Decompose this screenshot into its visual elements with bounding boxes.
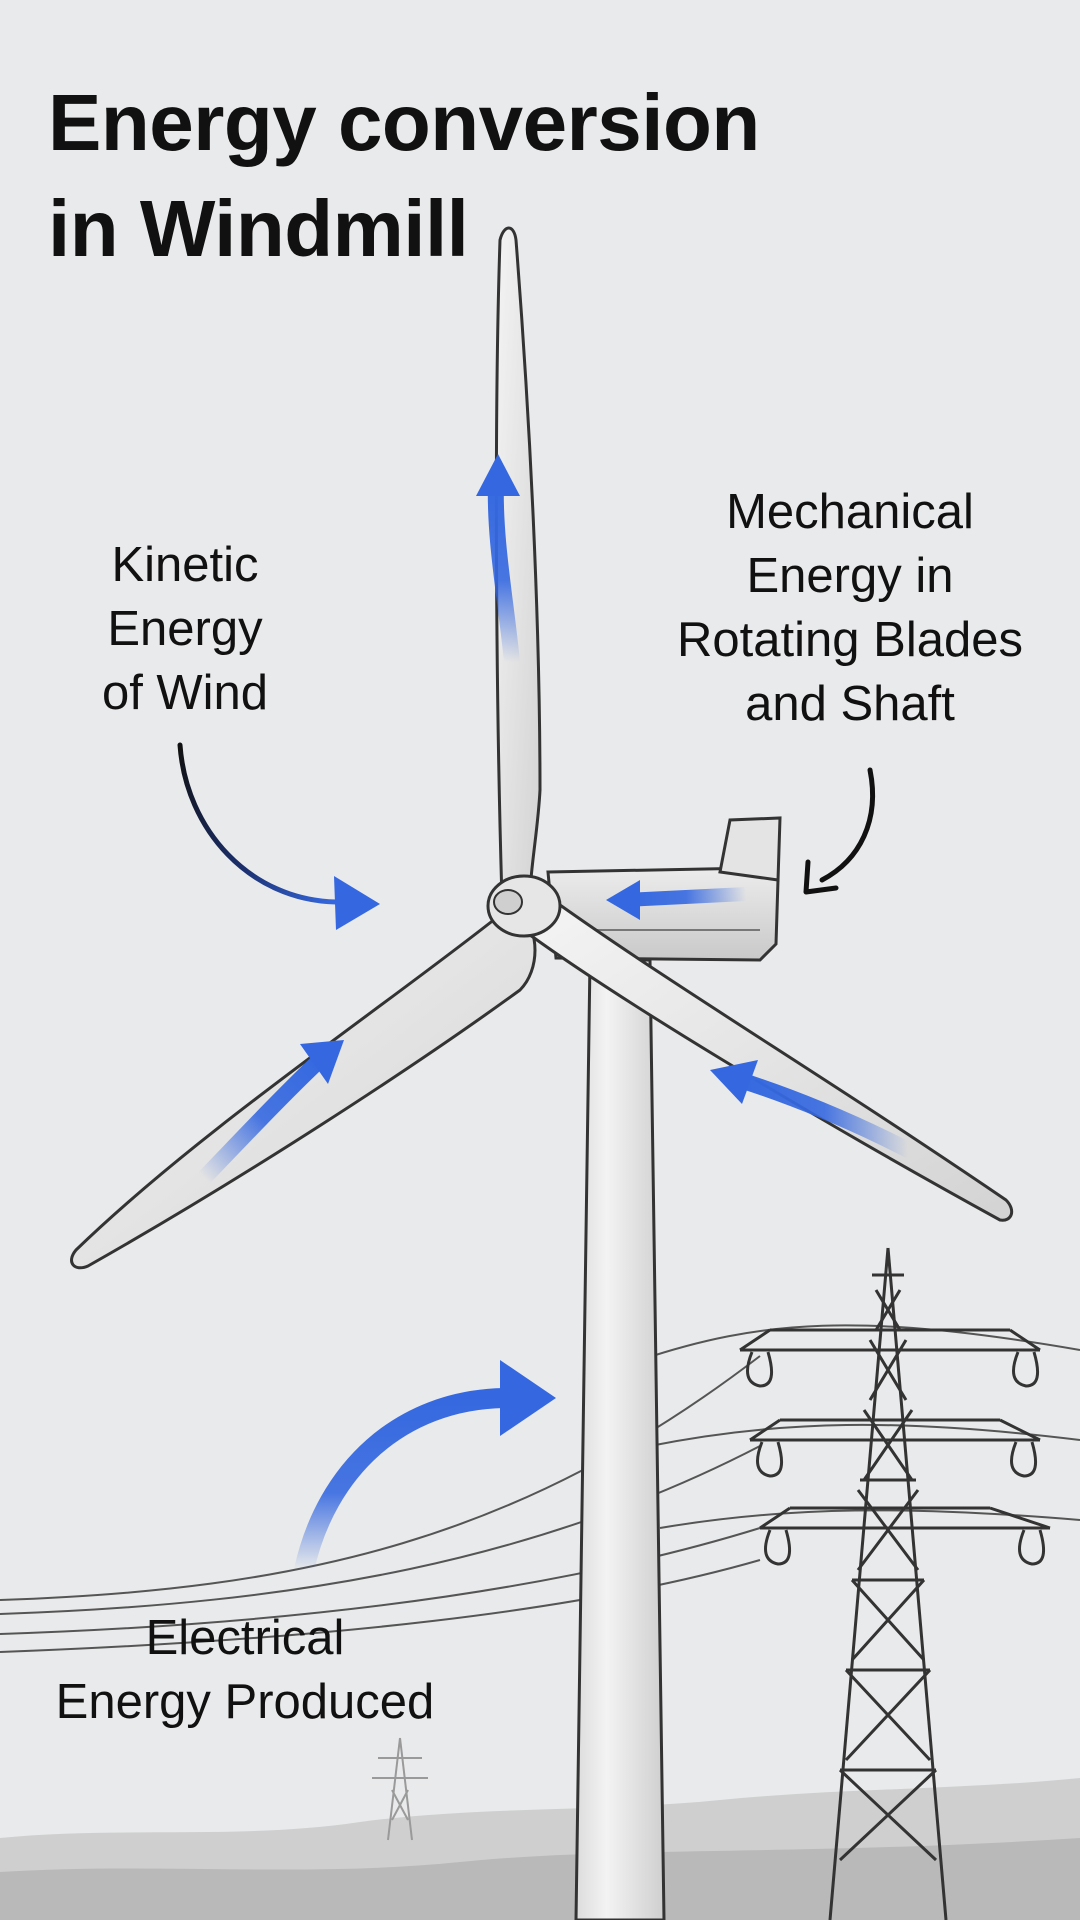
kinetic-label-line-3: of Wind bbox=[101, 666, 269, 720]
turbine-blades bbox=[70, 226, 1014, 1270]
mechanical-pointer-arrow bbox=[803, 767, 876, 895]
flow-arrow-icon bbox=[500, 1360, 556, 1436]
turbine-tower bbox=[574, 958, 666, 1920]
mechanical-label-line-4: and Shaft bbox=[745, 677, 955, 731]
electrical-label-line-1: Electrical bbox=[145, 1611, 345, 1665]
kinetic-energy-label: Kinetic Energy of Wind bbox=[60, 533, 310, 725]
ground-foreground bbox=[0, 1838, 1080, 1920]
electrical-energy-label: Electrical Energy Produced bbox=[10, 1606, 480, 1734]
electrical-label-line-2: Energy Produced bbox=[55, 1675, 435, 1729]
pointer-arrow-icon bbox=[334, 876, 380, 930]
kinetic-label-line-1: Kinetic bbox=[111, 538, 259, 592]
power-lines bbox=[0, 1324, 1080, 1653]
flow-arrow-icon bbox=[300, 1040, 344, 1084]
mechanical-label-line-2: Energy in bbox=[746, 549, 954, 603]
mechanical-label-line-3: Rotating Blades bbox=[677, 613, 1023, 667]
kinetic-label-line-2: Energy bbox=[107, 602, 263, 656]
mechanical-label-line-1: Mechanical bbox=[726, 485, 974, 539]
power-pylon-icon bbox=[739, 1247, 1051, 1920]
flow-arrow-icon bbox=[476, 454, 520, 496]
diagram-title: Energy conversion in Windmill bbox=[48, 70, 808, 282]
rotor-hub bbox=[486, 874, 562, 938]
flow-arrow-icon bbox=[606, 880, 640, 920]
flow-arrow-icon bbox=[710, 1060, 758, 1104]
title-line-2: in Windmill bbox=[48, 184, 469, 273]
kinetic-pointer-arrow bbox=[177, 742, 380, 930]
pointer-arrow-icon bbox=[803, 859, 839, 895]
distant-pylon-icon bbox=[372, 1737, 428, 1841]
electrical-flow-arrow bbox=[294, 1360, 556, 1580]
title-line-1: Energy conversion bbox=[48, 78, 760, 167]
mechanical-energy-label: Mechanical Energy in Rotating Blades and… bbox=[620, 480, 1080, 736]
blade-flow-arrows bbox=[196, 454, 916, 1186]
